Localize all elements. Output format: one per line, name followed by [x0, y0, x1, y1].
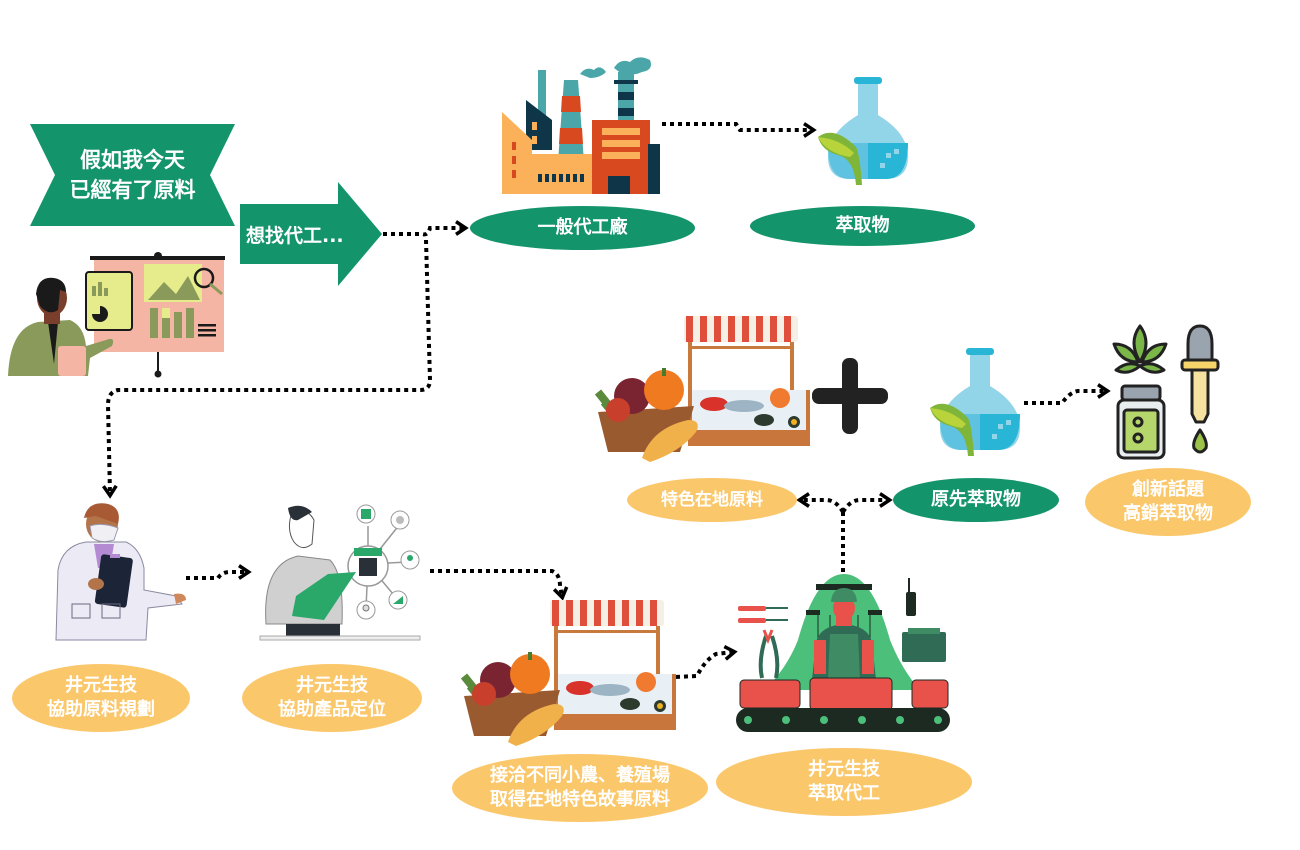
arrow-to-local-material [796, 492, 845, 514]
arrow-flask-to-result [1024, 383, 1111, 405]
seek-oem-arrow: 想找代工... [240, 182, 382, 286]
banner-shape [30, 124, 235, 226]
market-stall-produce-seafood-2 [460, 600, 676, 746]
presenter-chart-illustration [8, 252, 225, 378]
arrow-factory-to-extract [662, 122, 817, 138]
local-sourcing-pill: 接洽不同小農、養殖場 取得在地特色故事原料 [452, 754, 708, 822]
factory-worker-conveyor-illustration [736, 574, 950, 732]
flask-leaf-icon [818, 77, 908, 185]
factory-illustration [502, 57, 660, 194]
arrow-to-factory [383, 220, 469, 237]
arrow-to-original-extract [841, 492, 893, 514]
innovative-extract-pill: 創新話題 高銷萃取物 [1085, 468, 1251, 536]
local-material-pill: 特色在地原料 [627, 478, 797, 522]
extraction-oem-pill: 井元生技 萃取代工 [716, 748, 972, 816]
product-positioning-illustration [259, 504, 421, 641]
arrow-doctor-to-strategist [186, 564, 252, 580]
market-stall-produce-seafood [594, 316, 810, 462]
arrow-strategist-to-market [430, 569, 569, 601]
raw-material-planning-pill: 井元生技 協助原料規劃 [12, 664, 190, 732]
general-factory-pill: 一般代工廠 [470, 206, 695, 250]
product-positioning-pill: 井元生技 協助產品定位 [242, 664, 422, 732]
intro-banner: 假如我今天 已經有了原料 [30, 124, 235, 226]
arrow-market-to-worker [675, 645, 738, 679]
arrow-shape [240, 182, 382, 286]
arrow-down-to-doctor [101, 239, 433, 499]
herb-extract-bottle-dropper-icon [1112, 324, 1220, 460]
seek-oem-label: 想找代工... [246, 224, 344, 247]
intro-banner-text: 假如我今天 已經有了原料 [69, 147, 196, 202]
plus-icon [812, 358, 888, 434]
flask-leaf-icon-2 [930, 348, 1020, 456]
extract-pill: 萃取物 [750, 206, 975, 246]
original-extract-pill: 原先萃取物 [893, 478, 1059, 522]
doctor-clipboard-illustration [55, 503, 186, 641]
